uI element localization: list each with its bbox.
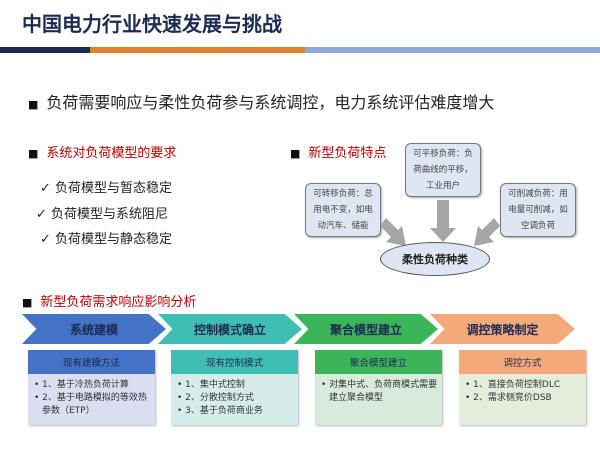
card-control-modes: 现有控制模式 • 1、集中式控制• 2、分散控制方式• 3、基于负荷商业务 <box>171 350 298 425</box>
check-item: ✓ 负荷模型与暂态稳定 <box>40 181 173 196</box>
step-control-mode: 控制模式确立 <box>158 314 302 344</box>
card-modeling-methods: 现有建模方法 • 1、基于冷热负荷计算• 2、基于电路模拟的等效热参数（ETP） <box>28 350 155 425</box>
bullet-square-icon: ■ <box>22 296 33 309</box>
note-shiftable-load: 可平移负荷：负荷曲线的平移，工业用户 <box>405 143 481 197</box>
step-system-modeling: 系统建模 <box>22 314 166 344</box>
title-bar-blue <box>305 47 600 53</box>
title-bar-orange <box>90 47 305 53</box>
title-bar-navy <box>0 47 90 53</box>
flexible-load-types-ellipse: 柔性负荷种类 <box>380 242 490 276</box>
left-section-heading: ■系统对负荷模型的要求 <box>28 146 177 161</box>
card-control-methods: 调控方式 • 1、直接负荷控制DLC• 2、需求侧竞价DSB <box>459 350 586 425</box>
lead-statement: ■负荷需要响应与柔性负荷参与系统调控，电力系统评估难度增大 <box>28 93 495 112</box>
analysis-heading: ■新型负荷需求响应影响分析 <box>22 295 197 310</box>
bullet-square-icon: ■ <box>28 98 39 111</box>
step-aggregate-model: 聚合模型建立 <box>294 314 438 344</box>
bullet-square-icon: ■ <box>290 147 301 160</box>
right-section-heading: ■新型负荷特点 <box>290 146 387 161</box>
card-aggregate-model: 聚合模型建立 • 对集中式、负荷商模式需要建立聚合模型 <box>315 350 442 425</box>
page-title: 中国电力行业快速发展与挑战 <box>22 12 282 36</box>
arrow-down-icon <box>430 200 456 242</box>
note-curtailable-load: 可削减负荷：用电量可削减，如空调负荷 <box>500 183 576 237</box>
note-transferable-load: 可转移负荷：总用电不变，如电动汽车、储能 <box>305 183 381 237</box>
arrow-right-icon <box>380 218 406 246</box>
check-item: ✓ 负荷模型与系统阻尼 <box>36 207 169 222</box>
step-control-strategy: 调控策略制定 <box>430 314 575 344</box>
check-item: ✓ 负荷模型与静态稳定 <box>40 232 173 247</box>
bullet-square-icon: ■ <box>28 147 39 160</box>
arrow-left-icon <box>474 218 500 246</box>
